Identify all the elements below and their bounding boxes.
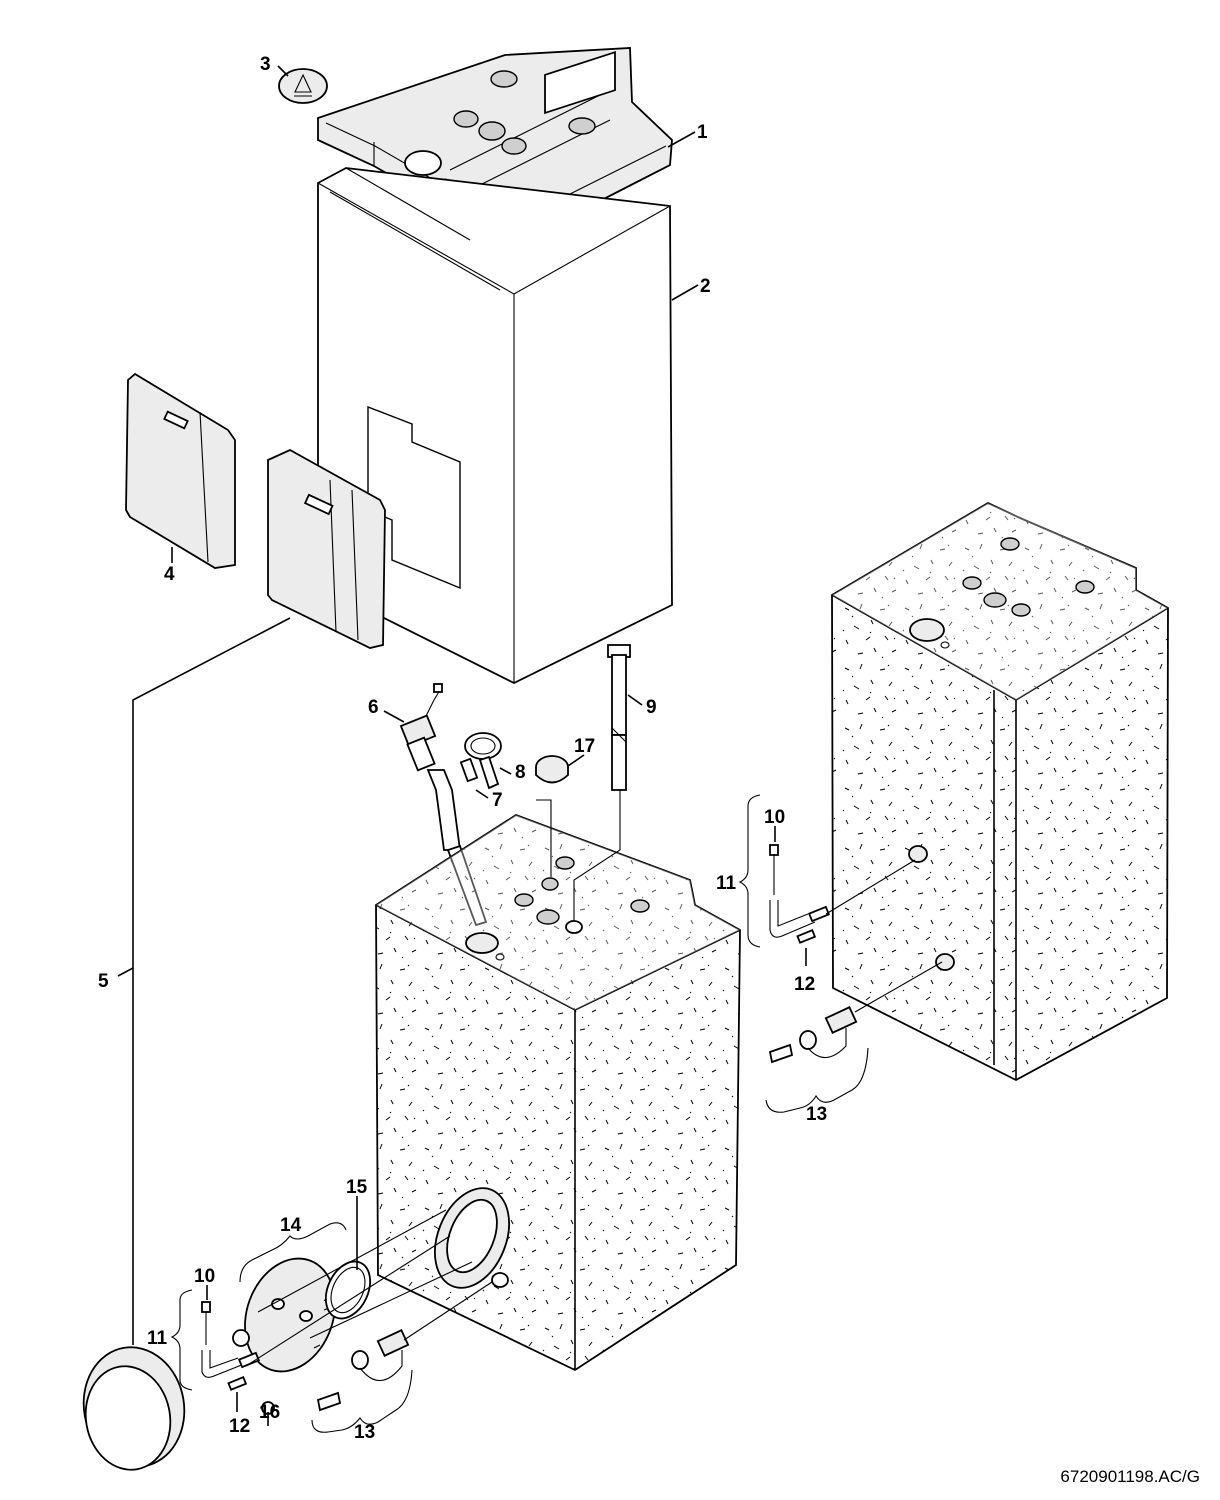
second-tank-part — [831, 501, 1169, 1082]
callout-17: 17 — [574, 736, 595, 757]
plug-cap-part — [535, 755, 569, 784]
clip-part — [459, 757, 479, 783]
callout-15: 15 — [346, 1177, 368, 1198]
callout-12-front: 12 — [229, 1416, 250, 1437]
gasket-ring-part — [324, 1260, 372, 1320]
callout-13-right: 13 — [806, 1104, 827, 1125]
casing-part — [317, 167, 673, 685]
anode-rod-part — [607, 644, 631, 791]
end-cap-part — [82, 1346, 186, 1471]
gauge-part — [464, 732, 502, 790]
flange-cover-part — [244, 1257, 338, 1373]
callout-1: 1 — [697, 122, 708, 143]
callout-6: 6 — [368, 697, 379, 718]
callout-10-right: 10 — [764, 807, 785, 828]
sensor-kit-front-part — [201, 1301, 275, 1415]
callout-10-front: 10 — [194, 1266, 215, 1287]
explode-lines — [245, 1209, 493, 1367]
callout-14: 14 — [280, 1215, 302, 1236]
callout-labels: 1 2 3 4 5 6 7 8 9 17 10 11 12 13 10 11 1… — [98, 54, 827, 1443]
callout-8: 8 — [515, 762, 526, 783]
callout-5: 5 — [98, 971, 109, 992]
callout-13-front: 13 — [354, 1422, 375, 1443]
callout-3: 3 — [260, 54, 271, 75]
leader-lines — [117, 65, 869, 1433]
callout-7: 7 — [492, 790, 503, 811]
callout-2: 2 — [700, 276, 711, 297]
side-panel-rear-part — [125, 372, 236, 569]
sensor-kit-right-part — [769, 844, 916, 944]
fitting-kit-right-part — [768, 961, 943, 1064]
main-tank-part — [375, 790, 741, 1372]
callout-12-right: 12 — [794, 974, 815, 995]
drawing-reference-number: 6720901198.AC/G — [1060, 1467, 1200, 1486]
callout-4: 4 — [164, 564, 175, 585]
callout-11-right: 11 — [716, 873, 737, 894]
callout-11-front: 11 — [147, 1328, 168, 1349]
callout-16: 16 — [259, 1402, 280, 1423]
callout-9: 9 — [646, 697, 657, 718]
warning-badge-part — [278, 68, 328, 104]
side-panel-front-part — [267, 448, 386, 649]
fitting-kit-front-part — [316, 1329, 410, 1412]
